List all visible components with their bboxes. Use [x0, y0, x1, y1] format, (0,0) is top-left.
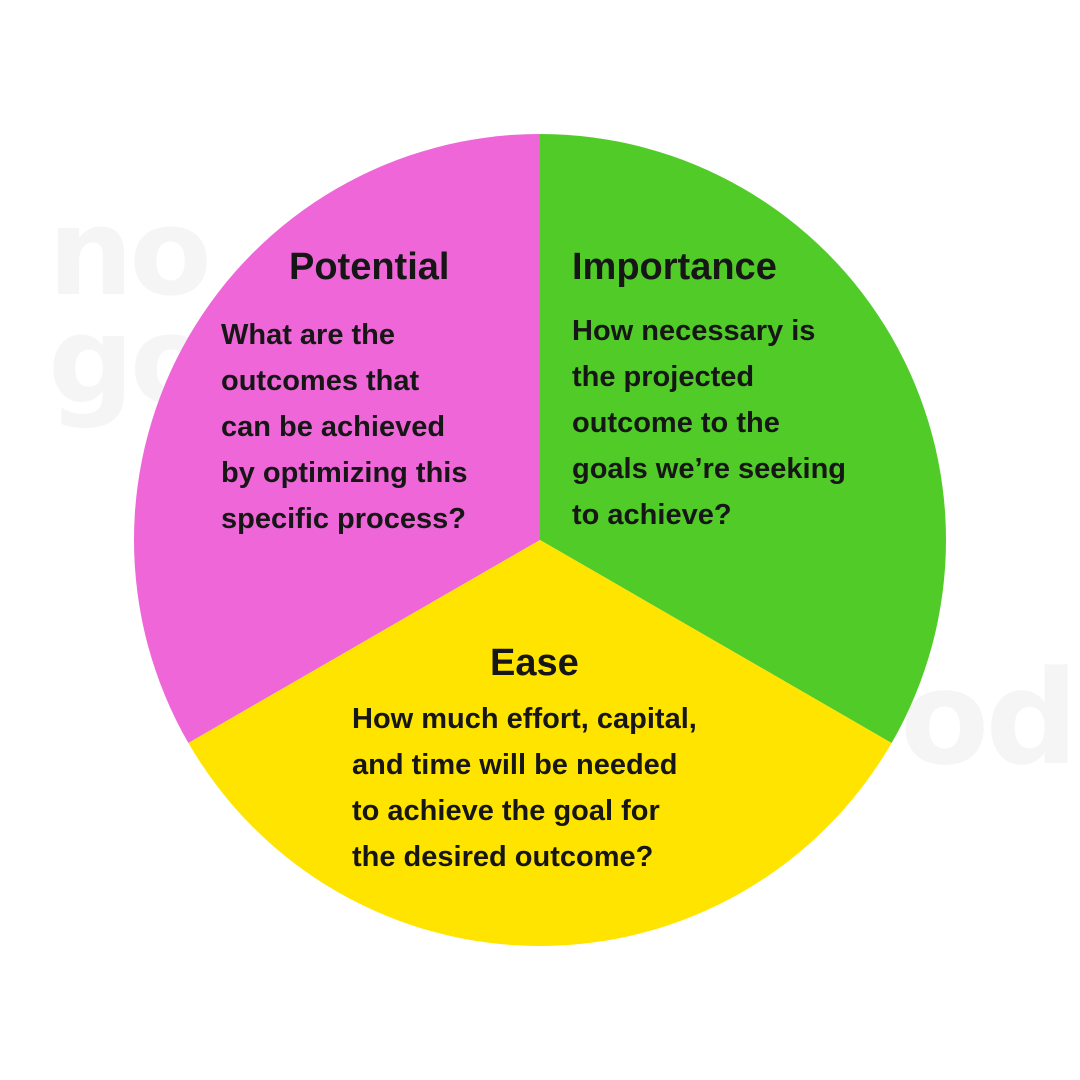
importance-line: How necessary is: [572, 315, 816, 347]
ease-segment: [188, 540, 892, 946]
importance-line: outcome to the: [572, 407, 780, 439]
importance-description: How necessary is the projected outcome t…: [572, 308, 846, 538]
ease-line: How much effort, capital,: [352, 703, 697, 735]
potential-line: by optimizing this: [221, 457, 468, 489]
watermark-line-1: no: [48, 184, 212, 323]
importance-title: Importance: [572, 246, 777, 288]
watermark-logo-right: od: [900, 642, 1078, 794]
potential-line: What are the: [221, 319, 396, 351]
importance-line: to achieve?: [572, 499, 732, 531]
ease-title: Ease: [490, 642, 579, 684]
importance-segment: [540, 134, 946, 743]
ease-line: the desired outcome?: [352, 841, 654, 873]
importance-line: the projected: [572, 361, 755, 393]
potential-line: can be achieved: [221, 411, 446, 443]
ease-line: to achieve the goal for: [352, 795, 660, 827]
ease-description: How much effort, capital, and time will …: [352, 696, 697, 880]
potential-line: outcomes that: [221, 365, 420, 397]
importance-line: goals we’re seeking: [572, 453, 847, 485]
potential-title: Potential: [289, 246, 450, 288]
ease-line: and time will be needed: [352, 749, 678, 781]
potential-segment: [134, 134, 540, 743]
potential-line: specific process?: [221, 503, 466, 535]
potential-description: What are the outcomes that can be achiev…: [221, 312, 468, 542]
